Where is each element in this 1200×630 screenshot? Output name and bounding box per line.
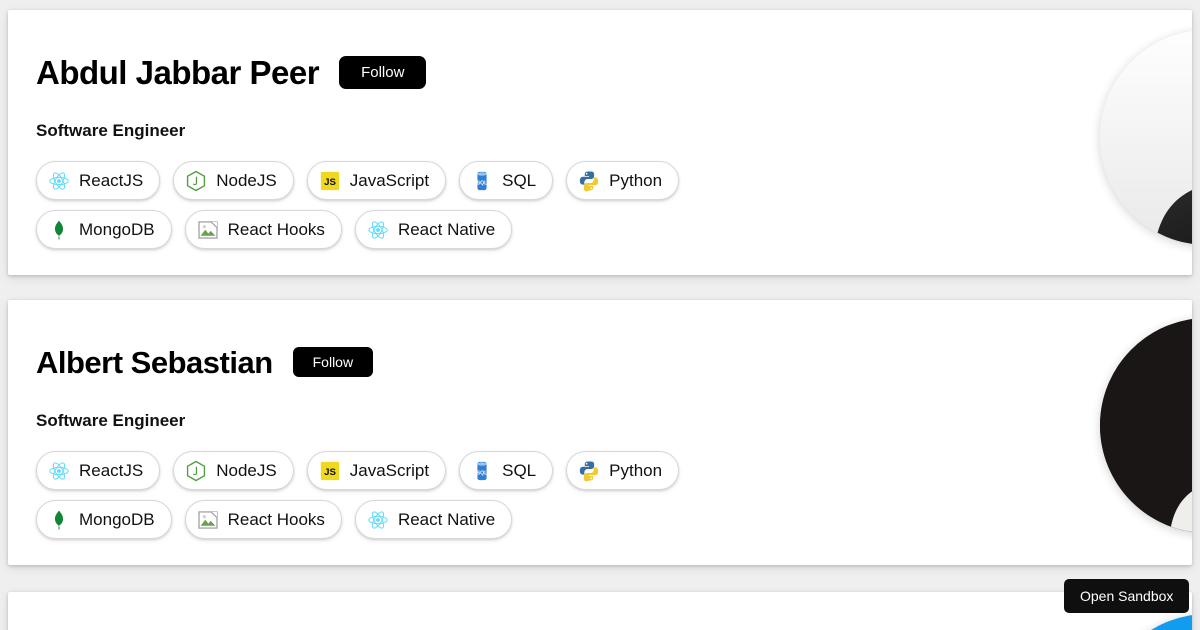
skill-chip-sql[interactable]: SQL SQL bbox=[459, 451, 554, 490]
page-title: Albert Sebastian bbox=[36, 344, 273, 380]
skill-chip-list: ReactJS NodeJS JS JavaScript bbox=[36, 161, 736, 249]
python-logo-icon bbox=[579, 460, 599, 481]
profile-card-body: Albert Sebastian Follow Software Enginee… bbox=[8, 300, 1192, 565]
sql-database-cylinder-icon: SQL bbox=[477, 171, 488, 190]
skill-chip-label: JavaScript bbox=[349, 171, 430, 190]
python-logo-icon bbox=[579, 170, 599, 191]
react-atom-icon bbox=[49, 171, 69, 190]
skill-chip-label: React Hooks bbox=[227, 510, 325, 529]
page-title: Abdul Jabbar Peer bbox=[36, 53, 320, 91]
react-atom-icon bbox=[49, 461, 69, 480]
skill-chip-reactjs[interactable]: ReactJS bbox=[36, 161, 161, 200]
skill-chip-label: ReactJS bbox=[79, 461, 144, 480]
profile-role: Software Engineer bbox=[36, 121, 186, 140]
profile-card bbox=[8, 592, 1192, 630]
react-atom-icon bbox=[368, 220, 388, 239]
skill-chip-label: React Native bbox=[397, 220, 496, 239]
profile-card-body bbox=[8, 592, 1192, 630]
skill-chip-label: MongoDB bbox=[79, 220, 155, 239]
skill-chip-label: NodeJS bbox=[216, 171, 277, 190]
open-sandbox-button[interactable]: Open Sandbox bbox=[1064, 579, 1190, 613]
skill-chip-label: ReactJS bbox=[79, 171, 144, 190]
skill-chip-python[interactable]: Python bbox=[566, 161, 680, 200]
nodejs-hexagon-icon bbox=[187, 460, 206, 481]
skill-chip-label: MongoDB bbox=[79, 510, 155, 529]
skill-chip-mongodb[interactable]: MongoDB bbox=[36, 210, 172, 249]
svg-text:SQL: SQL bbox=[477, 180, 488, 186]
skill-chip-reactjs[interactable]: ReactJS bbox=[36, 451, 161, 490]
broken-image-placeholder-icon bbox=[198, 220, 218, 239]
follow-button[interactable]: Follow bbox=[292, 347, 374, 377]
profile-card-body: Abdul Jabbar Peer Follow Software Engine… bbox=[8, 10, 1192, 275]
svg-text:JS: JS bbox=[324, 177, 336, 188]
skill-chip-nodejs[interactable]: NodeJS bbox=[173, 451, 294, 490]
skill-chip-label: React Hooks bbox=[227, 220, 325, 239]
avatar bbox=[1100, 614, 1192, 630]
skill-chip-sql[interactable]: SQL SQL bbox=[459, 161, 554, 200]
sql-database-cylinder-icon: SQL bbox=[477, 461, 488, 480]
skill-chip-python[interactable]: Python bbox=[566, 451, 680, 490]
profile-header-row: Abdul Jabbar Peer Follow bbox=[36, 50, 1164, 94]
skill-chip-react-hooks[interactable]: React Hooks bbox=[184, 500, 342, 539]
skill-chip-label: React Native bbox=[397, 510, 496, 529]
follow-button[interactable]: Follow bbox=[339, 55, 427, 89]
svg-text:SQL: SQL bbox=[477, 470, 488, 476]
skill-chip-list: ReactJS NodeJS JS JavaScript bbox=[36, 451, 736, 539]
skill-chip-mongodb[interactable]: MongoDB bbox=[36, 500, 172, 539]
svg-text:JS: JS bbox=[324, 467, 336, 478]
javascript-js-square-icon: JS bbox=[320, 461, 339, 480]
skill-chip-label: Python bbox=[609, 461, 663, 480]
avatar-portrait-blue-ring bbox=[1100, 614, 1192, 630]
javascript-js-square-icon: JS bbox=[320, 171, 339, 190]
profile-header-row: Albert Sebastian Follow bbox=[36, 340, 1164, 384]
skill-chip-label: SQL bbox=[502, 171, 537, 190]
react-atom-icon bbox=[368, 510, 388, 529]
profile-card: Abdul Jabbar Peer Follow Software Engine… bbox=[8, 10, 1192, 275]
skill-chip-react-hooks[interactable]: React Hooks bbox=[184, 210, 342, 249]
mongodb-leaf-icon bbox=[54, 220, 64, 239]
mongodb-leaf-icon bbox=[54, 510, 64, 529]
skill-chip-javascript[interactable]: JS JavaScript bbox=[306, 451, 447, 490]
skill-chip-react-native[interactable]: React Native bbox=[354, 500, 513, 539]
skill-chip-label: SQL bbox=[502, 461, 537, 480]
skill-chip-label: JavaScript bbox=[349, 461, 430, 480]
profile-card: Albert Sebastian Follow Software Enginee… bbox=[8, 300, 1192, 565]
broken-image-placeholder-icon bbox=[198, 510, 218, 529]
profile-role: Software Engineer bbox=[36, 411, 186, 430]
skill-chip-javascript[interactable]: JS JavaScript bbox=[306, 161, 447, 200]
nodejs-hexagon-icon bbox=[187, 170, 206, 191]
skill-chip-react-native[interactable]: React Native bbox=[354, 210, 513, 249]
skill-chip-label: Python bbox=[609, 171, 663, 190]
skill-chip-label: NodeJS bbox=[216, 461, 277, 480]
skill-chip-nodejs[interactable]: NodeJS bbox=[173, 161, 294, 200]
